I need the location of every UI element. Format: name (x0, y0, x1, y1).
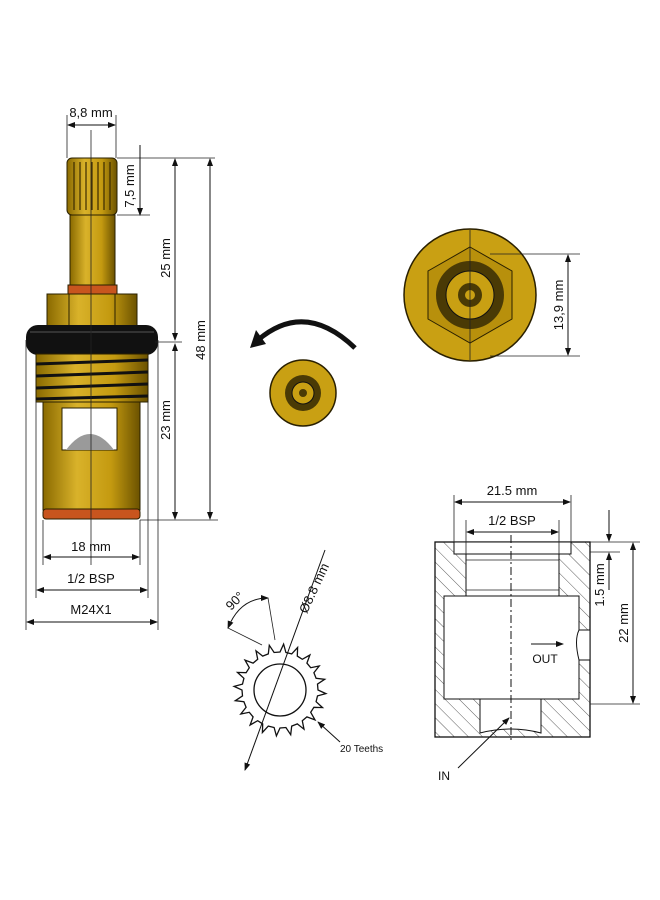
label-spline-diameter: Ø8.8 mm (296, 561, 332, 616)
rotation-arrow-icon (256, 319, 357, 350)
label-hex-width: 13,9 mm (551, 280, 566, 331)
top-view: 13,9 mm (403, 228, 580, 362)
label-stem-width: 8,8 mm (69, 105, 112, 120)
label-outer-width: 21.5 mm (487, 483, 538, 498)
label-thread: 1/2 BSP (488, 513, 536, 528)
o-ring (26, 325, 158, 355)
washer (42, 508, 141, 520)
collar (67, 284, 118, 295)
rotation-view (250, 319, 357, 427)
label-outlet: OUT (532, 652, 558, 666)
label-seat-depth: 1.5 mm (592, 563, 607, 606)
section-view: 21.5 mm 1/2 BSP 1.5 mm 22 mm OUT IN (434, 483, 640, 783)
label-spline-length: 7,5 mm (122, 164, 137, 207)
hex-nut (46, 293, 138, 327)
label-thread-metric: M24X1 (70, 602, 111, 617)
label-total-height: 48 mm (193, 320, 208, 360)
label-thread-bsp: 1/2 BSP (67, 571, 115, 586)
label-angle: 90° (223, 589, 248, 614)
stem (69, 214, 116, 286)
spline-detail: 90° Ø8.8 mm 20 Teeths (223, 549, 383, 771)
label-body-diameter: 18 mm (71, 539, 111, 554)
label-lower-height: 23 mm (158, 400, 173, 440)
cartridge-side-view: 8,8 mm 7,5 mm 25 mm 23 mm 48 mm 18 mm 1/… (25, 105, 218, 630)
label-inlet: IN (438, 769, 450, 783)
label-teeth: 20 Teeths (340, 744, 383, 755)
label-upper-height: 25 mm (158, 238, 173, 278)
label-height: 22 mm (616, 603, 631, 643)
